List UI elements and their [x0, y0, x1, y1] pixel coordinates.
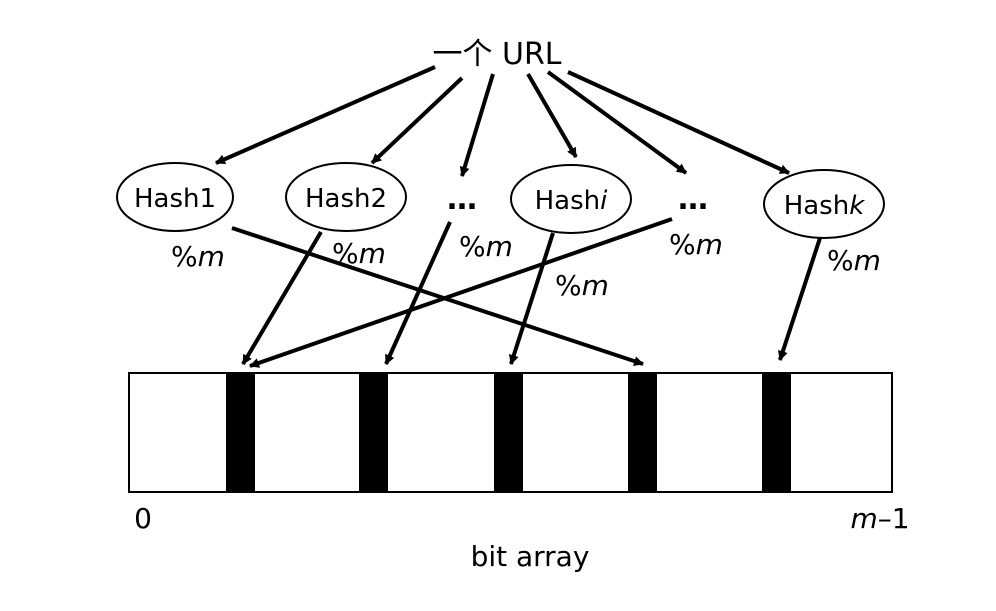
mod-label-hashk: %m: [827, 244, 881, 277]
mod-var: m: [198, 240, 225, 273]
set-bit: [494, 373, 523, 492]
hashk-label: Hashk: [784, 191, 866, 221]
mod-var: m: [486, 230, 513, 263]
modulo-labels: %m %m %m %m %m %m: [171, 228, 881, 302]
arrow-url-hash1: [215, 65, 436, 165]
mod-prefix: %: [555, 269, 582, 302]
arrow-url-hashk: [567, 70, 790, 175]
end-label-var: m: [850, 502, 877, 535]
mod-var: m: [854, 244, 881, 277]
bit-array-start-label: 0: [134, 502, 152, 535]
mod-var: m: [359, 237, 386, 270]
source-url-label: 一个 URL: [432, 37, 561, 72]
hashi-label-main: Hash: [535, 186, 601, 216]
bit-array-end-label: m–1: [850, 502, 909, 535]
mod-prefix: %: [669, 228, 696, 261]
hashk-label-suffix: k: [849, 191, 865, 221]
arrow-hash1-bit: [231, 226, 644, 366]
set-bit: [359, 373, 388, 492]
arrow-dots-b-bit: [249, 217, 673, 368]
mod-var: m: [582, 269, 609, 302]
arrow-url-hashi: [526, 72, 578, 159]
hash2-label: Hash2: [305, 184, 387, 214]
arrow-url-dots-b: [546, 70, 688, 175]
set-bit: [226, 373, 255, 492]
end-label-rest: –1: [878, 502, 910, 535]
hashi-label: Hashi: [535, 186, 609, 216]
hash1-label: Hash1: [134, 184, 216, 214]
hashi-label-suffix: i: [600, 186, 608, 216]
mod-label-hashi: %m: [555, 269, 609, 302]
set-bit: [628, 373, 657, 492]
arrow-hash2-bit: [241, 230, 323, 366]
mod-prefix: %: [827, 244, 854, 277]
ellipsis-b: …: [678, 182, 708, 217]
arrow-url-hash2: [370, 76, 464, 165]
hashi-node: [510, 164, 632, 234]
hash2-node: [285, 162, 407, 232]
set-bit: [762, 373, 791, 492]
hash-function-row: Hash1 Hash2 … Hashi … Hashk: [116, 162, 885, 239]
mod-label-dots-a: %m: [459, 230, 513, 263]
mod-label-hash1: %m: [171, 240, 225, 273]
hash-to-bit-arrows: [231, 217, 822, 368]
hash1-node: [116, 162, 234, 232]
mod-prefix: %: [459, 230, 486, 263]
url-to-hash-arrows: [215, 65, 790, 177]
mod-prefix: %: [171, 240, 198, 273]
hashk-label-main: Hash: [784, 191, 850, 221]
bit-array-caption: bit array: [471, 540, 590, 573]
ellipsis-a: …: [447, 182, 477, 217]
arrow-dots-a-bit: [384, 221, 452, 365]
hashk-node: [763, 169, 885, 239]
mod-label-dots-b: %m: [669, 228, 723, 261]
arrow-url-dots-a: [459, 73, 495, 177]
bit-array: [128, 372, 893, 493]
mod-var: m: [696, 228, 723, 261]
arrow-hashi-bit: [508, 232, 555, 365]
arrow-hashk-bit: [778, 237, 822, 361]
